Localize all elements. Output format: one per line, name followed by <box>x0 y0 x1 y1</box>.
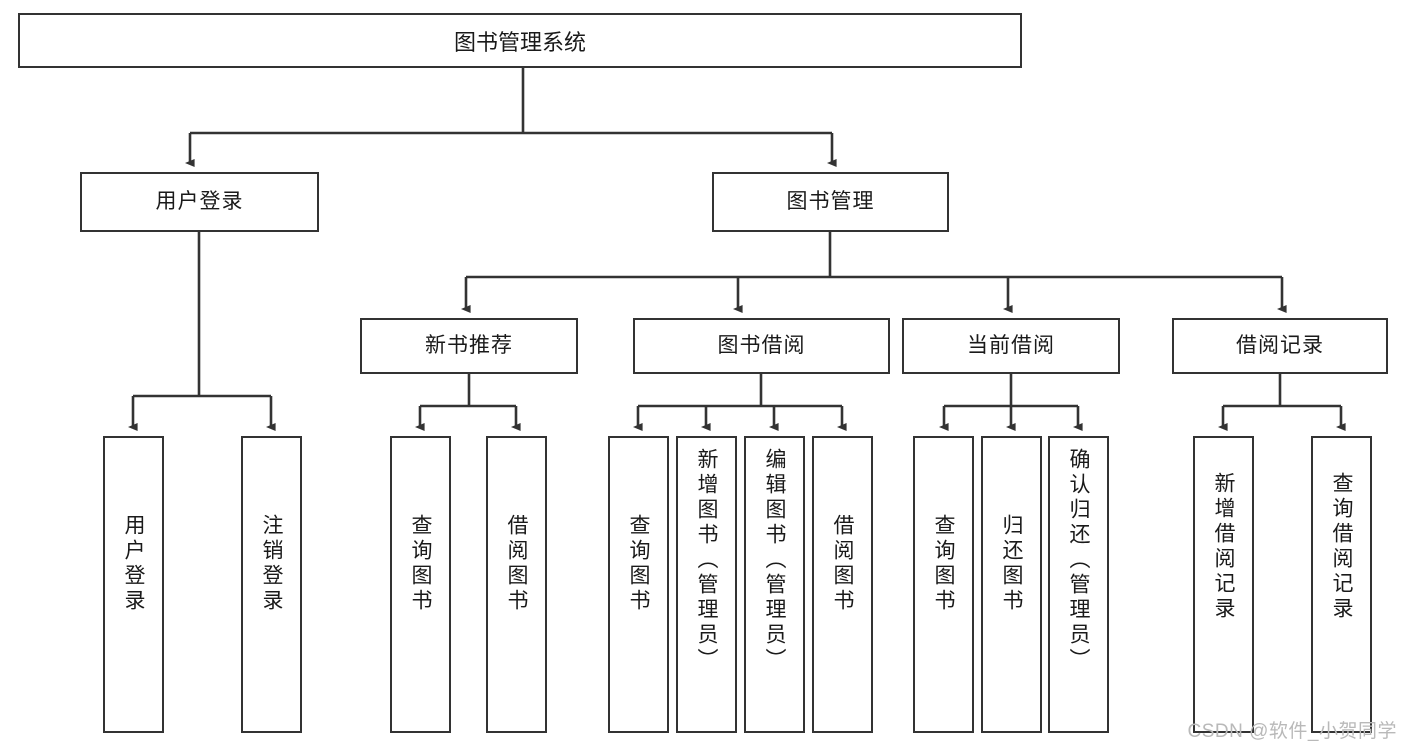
node-leaf-logout-login[interactable]: 注销登录 <box>241 436 302 733</box>
node-label: 新书推荐 <box>425 334 513 358</box>
node-leaf-add-record[interactable]: 新增借阅记录 <box>1193 436 1254 733</box>
node-label: 用户登录 <box>155 190 244 214</box>
node-label: 查询图书 <box>932 514 955 614</box>
node-user-login[interactable]: 用户登录 <box>80 172 319 232</box>
node-label: 借阅记录 <box>1236 334 1324 358</box>
node-label: 图书借阅 <box>717 334 806 358</box>
watermark: CSDN @软件_小贺同学 <box>1187 721 1397 742</box>
node-leaf-return-book[interactable]: 归还图书 <box>981 436 1042 733</box>
node-book-management[interactable]: 图书管理 <box>712 172 949 232</box>
node-label: 借阅图书 <box>505 514 528 614</box>
node-label: 编辑图书（管理员） <box>763 448 786 673</box>
node-label: 新增图书（管理员） <box>695 448 718 673</box>
node-leaf-user-login[interactable]: 用户登录 <box>103 436 164 733</box>
node-root-book-management-system[interactable]: 图书管理系统 <box>18 13 1022 68</box>
node-label: 用户登录 <box>122 514 145 614</box>
node-leaf-query-book-1[interactable]: 查询图书 <box>390 436 451 733</box>
node-leaf-query-record[interactable]: 查询借阅记录 <box>1311 436 1372 733</box>
node-new-book-recommend[interactable]: 新书推荐 <box>360 318 578 374</box>
node-label: 查询图书 <box>627 514 650 614</box>
node-label: 确认归还（管理员） <box>1067 448 1090 673</box>
node-current-borrow[interactable]: 当前借阅 <box>902 318 1120 374</box>
node-leaf-query-book-2[interactable]: 查询图书 <box>608 436 669 733</box>
node-label: 查询图书 <box>409 514 432 614</box>
node-label: 新增借阅记录 <box>1212 472 1235 622</box>
node-leaf-query-book-3[interactable]: 查询图书 <box>913 436 974 733</box>
node-leaf-edit-book[interactable]: 编辑图书（管理员） <box>744 436 805 733</box>
node-leaf-borrow-book-1[interactable]: 借阅图书 <box>486 436 547 733</box>
node-label: 借阅图书 <box>831 514 854 614</box>
node-label: 图书管理 <box>786 190 875 214</box>
node-label: 注销登录 <box>260 514 283 614</box>
node-label: 归还图书 <box>1000 514 1023 614</box>
node-label: 当前借阅 <box>967 334 1055 358</box>
node-label: 查询借阅记录 <box>1330 472 1353 622</box>
node-book-borrow[interactable]: 图书借阅 <box>633 318 890 374</box>
node-borrow-record[interactable]: 借阅记录 <box>1172 318 1388 374</box>
node-label: 图书管理系统 <box>453 29 586 55</box>
node-leaf-add-book[interactable]: 新增图书（管理员） <box>676 436 737 733</box>
node-leaf-borrow-book-2[interactable]: 借阅图书 <box>812 436 873 733</box>
node-leaf-confirm-return[interactable]: 确认归还（管理员） <box>1048 436 1109 733</box>
